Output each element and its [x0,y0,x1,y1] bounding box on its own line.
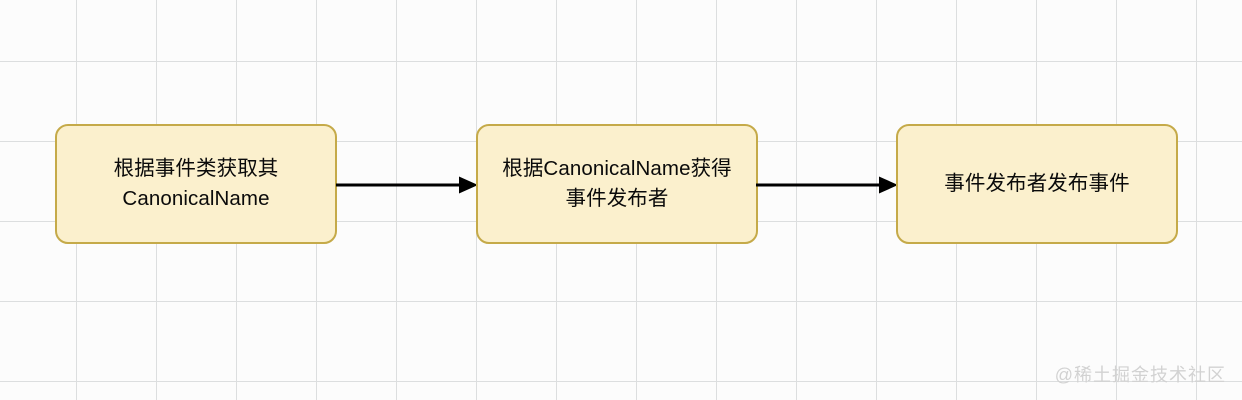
flow-arrow-1 [336,176,478,194]
arrowhead-icon [879,176,898,194]
flow-node-3[interactable]: 事件发布者发布事件 [896,124,1178,244]
flow-node-1[interactable]: 根据事件类获取其 CanonicalName [55,124,337,244]
watermark-text: @稀土掘金技术社区 [1054,365,1226,385]
flow-node-2[interactable]: 根据CanonicalName获得 事件发布者 [476,124,758,244]
flow-arrow-2 [756,176,898,194]
arrowhead-icon [459,176,478,194]
